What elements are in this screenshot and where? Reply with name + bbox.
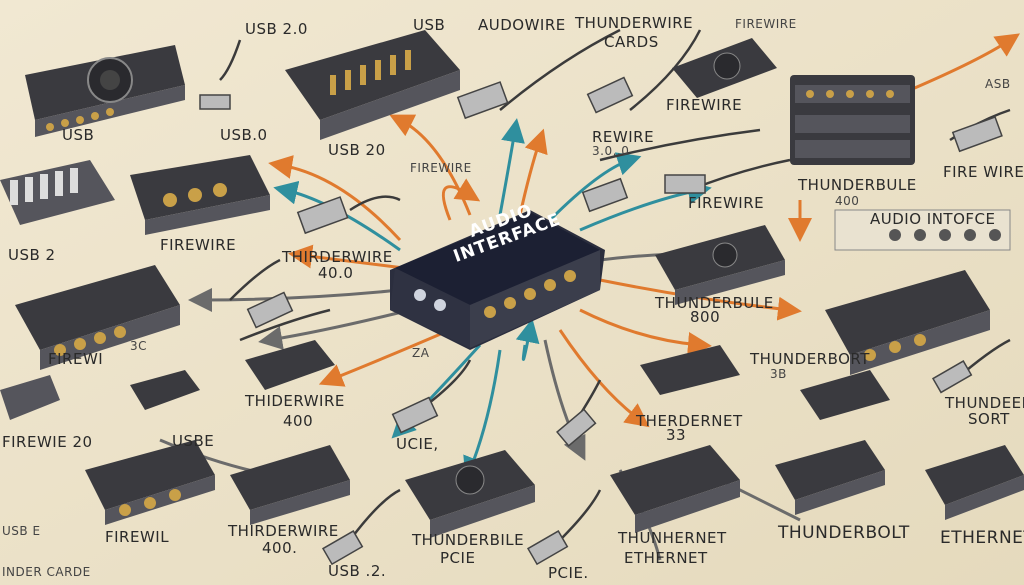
label: ETHERNET [940,528,1024,548]
label: THUNDERBOLT [778,523,910,543]
label: FIREWIRE [735,17,797,31]
label: ETHERNET [624,549,708,567]
label: USB [62,126,95,144]
center-audio-interface [390,210,605,350]
label: FIREWIRE [666,96,743,114]
label: 800 [690,308,721,326]
label: THUNDERBORT [750,350,870,368]
devices [0,30,1024,566]
label: PCIE [440,549,476,567]
label: REWIRE [592,128,655,146]
cables [219,28,1011,541]
label: THIRDERWIRE [228,522,339,540]
label: ZA [412,346,430,360]
label: USB 2.0 [245,20,308,38]
label: USB 20 [328,141,386,159]
label: 400. [262,539,298,557]
label: USB.0 [220,126,268,144]
label: ASB [985,77,1011,91]
label: THUNHERNET [618,529,727,547]
label: USBE [172,432,215,450]
label: 40.0 [318,264,354,282]
label: THUNDERBILE [412,531,525,549]
label: FIREWI [48,350,104,368]
label: 3.0,.0 [592,144,630,158]
label: SORT [968,410,1010,428]
label: FIREWIRE [688,194,765,212]
label: THERDERNET [636,412,743,430]
label: UCIE, [396,435,439,453]
label: THUNDERBULE [655,294,774,312]
label: 400 [283,412,314,430]
label: AUDOWIRE [478,16,566,34]
label: FIREWIE 20 [2,433,93,451]
label: 33 [666,426,687,444]
label: USB .2. [328,562,387,580]
label: THIRDERWIRE [282,248,393,266]
label: INDER CARDE [2,565,91,579]
label: AUDIO INTOFCE [870,210,996,228]
label: USB 2 [8,246,56,264]
label: USB [413,16,446,34]
label: FIREWIL [105,528,170,546]
label: FIRE WIRE [943,163,1024,181]
label: THIDERWIRE [245,392,345,410]
label: THUNDERWIRE [575,14,694,32]
label: FIREWIRE [410,161,472,175]
label: 3C [130,339,148,353]
label: CARDS [604,33,659,51]
label: 3B [770,367,787,381]
label: FIREWIRE [160,236,237,254]
label: USB E [2,524,41,538]
label: PCIE. [548,564,589,582]
label: THUNDEER [945,394,1024,412]
label: 400 [835,194,860,208]
label: THUNDERBULE [798,176,917,194]
